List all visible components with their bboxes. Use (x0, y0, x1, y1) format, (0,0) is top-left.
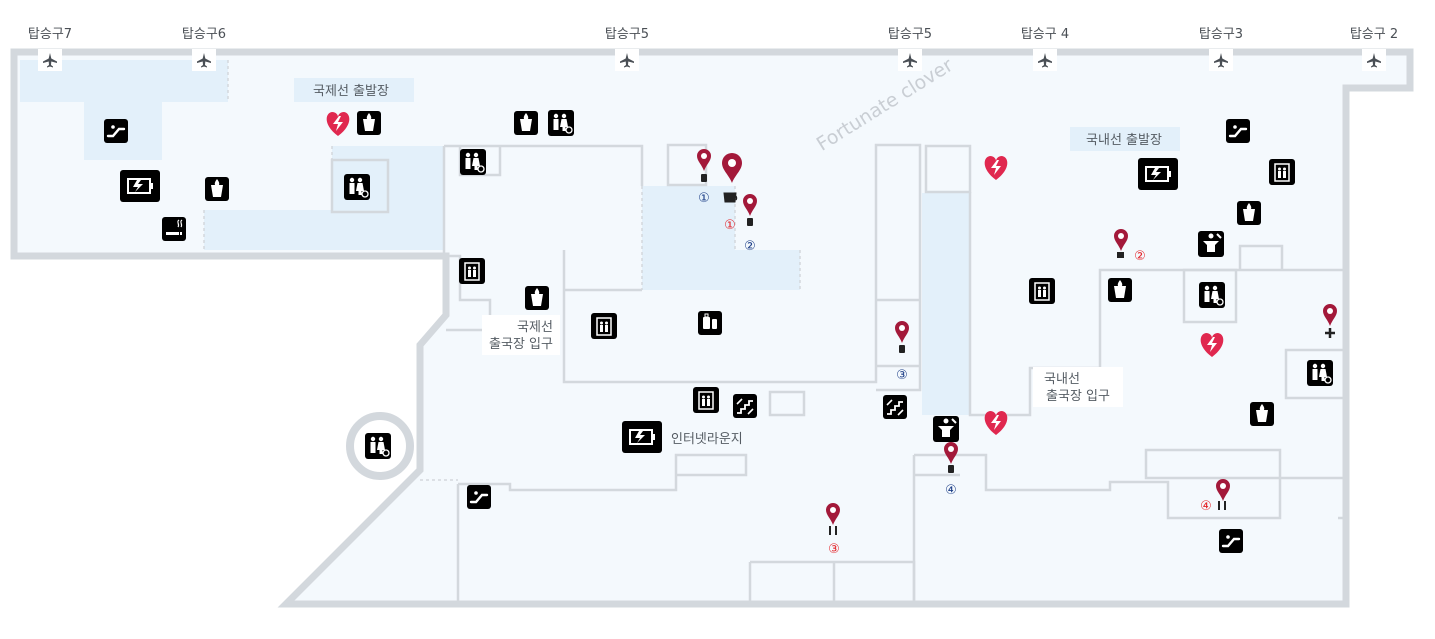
marker-4-red: ④ (1200, 499, 1212, 514)
gate-4[interactable]: 탑승구 4 (1021, 27, 1069, 71)
gates: 탑승구7 탑승구6 탑승구5 탑승구5 탑승구 4 탑승구3 탑승구 2 (28, 27, 1398, 71)
gate-label: 탑승구3 (1199, 27, 1243, 42)
shop-bag-icon (948, 465, 954, 473)
drinking-water-icon[interactable] (1108, 278, 1132, 302)
restaurant-icon (829, 526, 837, 535)
drinking-water-icon[interactable] (1250, 402, 1274, 426)
intl-departure-label: 국제선 출발장 (313, 84, 389, 99)
gate-label: 탑승구 2 (1350, 27, 1398, 42)
zone-corridor (922, 193, 970, 415)
gate-label: 탑승구5 (605, 27, 649, 42)
restaurant-icon (1218, 501, 1226, 510)
elevator-icon[interactable] (458, 257, 486, 285)
charging-station-icon[interactable] (119, 169, 161, 203)
location-pin-icon (722, 153, 742, 183)
smoking-room-icon[interactable] (161, 216, 187, 242)
escalator-icon[interactable] (1224, 117, 1252, 145)
marker-1-red: ① (724, 218, 736, 233)
internet-lounge-label: 인터넷라운지 (671, 432, 743, 447)
gate-2[interactable]: 탑승구 2 (1350, 27, 1398, 71)
gate-label: 탑승구7 (28, 27, 72, 42)
charging-station-icon[interactable] (621, 420, 663, 454)
coffee-cup-icon (1117, 252, 1124, 258)
restroom-icon[interactable] (1306, 359, 1334, 387)
drinking-water-icon[interactable] (205, 177, 229, 201)
nursing-room-icon[interactable] (932, 415, 960, 443)
gate-label: 탑승구6 (182, 27, 226, 42)
gate-6[interactable]: 탑승구6 (182, 27, 226, 71)
marker-3-red: ③ (828, 542, 840, 557)
coffee-cup-icon (723, 192, 738, 203)
stairs-icon[interactable] (882, 394, 908, 420)
restroom-icon[interactable] (547, 109, 575, 137)
marker-2-red: ② (1134, 249, 1146, 264)
gate-3[interactable]: 탑승구3 (1199, 27, 1243, 71)
zone-left-top (20, 60, 228, 160)
dom-entry-label-line1: 국내선 (1044, 372, 1080, 387)
baggage-icon[interactable] (697, 310, 723, 336)
restroom-icon[interactable] (459, 148, 487, 176)
gate-5-west[interactable]: 탑승구5 (605, 27, 649, 71)
shop-bag-icon (899, 345, 905, 353)
gate-7[interactable]: 탑승구7 (28, 27, 72, 71)
charging-station-icon[interactable] (1137, 157, 1179, 191)
nursing-room-icon[interactable] (1197, 230, 1225, 258)
marker-3-blue: ③ (896, 368, 908, 383)
stairs-icon[interactable] (732, 393, 758, 419)
walls (10, 48, 1414, 608)
gate-label: 탑승구 4 (1021, 27, 1069, 42)
pin-big-cafe[interactable] (722, 153, 742, 203)
elevator-icon[interactable] (1268, 158, 1296, 186)
drinking-water-icon[interactable] (357, 111, 381, 135)
escalator-icon[interactable] (465, 483, 493, 511)
number-markers: ① ① ② ② ③ ③ ④ ④ (698, 191, 1212, 557)
elevator-icon[interactable] (1028, 277, 1056, 305)
shop-bag-icon (701, 174, 707, 182)
zone-left-bottom (204, 146, 444, 250)
intl-entry-label-line1: 국제선 (517, 320, 553, 335)
restroom-icon[interactable] (1198, 281, 1226, 309)
gate-label: 탑승구5 (888, 27, 932, 42)
escalator-icon[interactable] (1217, 527, 1245, 555)
zone-center (642, 186, 800, 290)
drinking-water-icon[interactable] (514, 111, 538, 135)
dom-departure-label: 국내선 출발장 (1086, 133, 1162, 148)
elevator-icon[interactable] (692, 386, 720, 414)
location-pins (697, 149, 1337, 535)
escalator-icon[interactable] (102, 117, 130, 145)
elevator-icon[interactable] (590, 312, 618, 340)
restroom-icon[interactable] (343, 173, 371, 201)
marker-1-blue: ① (698, 191, 710, 206)
restroom-icon[interactable] (364, 432, 392, 460)
drinking-water-icon[interactable] (525, 286, 549, 310)
gate-5-east[interactable]: 탑승구5 (888, 27, 932, 71)
marker-2-blue: ② (744, 239, 756, 254)
shop-bag-icon (747, 218, 753, 226)
drinking-water-icon[interactable] (1237, 201, 1261, 225)
first-aid-icon (1325, 328, 1335, 338)
dom-entry-label-line2: 출국장 입구 (1046, 389, 1110, 404)
marker-4-blue: ④ (945, 483, 957, 498)
intl-entry-label-line2: 출국장 입구 (489, 337, 553, 352)
